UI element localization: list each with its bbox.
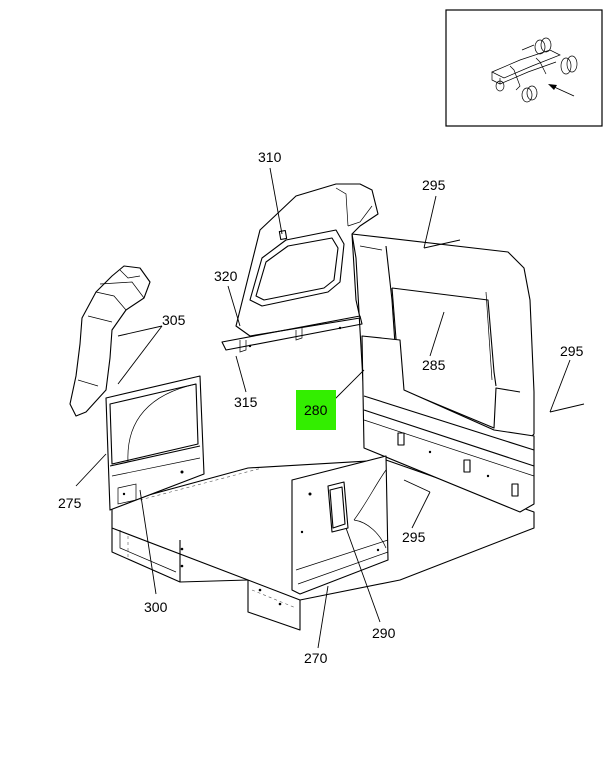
callout-285[interactable]: 285 [422, 357, 446, 373]
callout-305[interactable]: 305 [162, 312, 186, 328]
callout-315[interactable]: 315 [234, 394, 258, 410]
callout-300[interactable]: 300 [144, 599, 168, 615]
chassis-locator-icon [491, 37, 578, 103]
callout-labels: 310 295 320 305 285 295 315 280 275 295 … [58, 149, 584, 666]
upper-side-panel-drawing [221, 183, 379, 353]
highlight-box [296, 390, 336, 430]
locator-inset [445, 9, 603, 127]
callout-295-floor[interactable]: 295 [402, 529, 426, 545]
callout-290[interactable]: 290 [372, 625, 396, 641]
bulkhead-panel-drawing [105, 375, 205, 511]
callout-310[interactable]: 310 [258, 149, 282, 165]
callout-270[interactable]: 270 [304, 650, 328, 666]
callout-295-right[interactable]: 295 [560, 343, 584, 359]
callout-320[interactable]: 320 [214, 268, 238, 284]
door-panel-drawing [291, 455, 389, 595]
locator-arrow-icon [548, 84, 575, 97]
leader-lines [75, 167, 585, 649]
side-wall-panel-drawing [361, 335, 535, 513]
corner-trim-drawing [69, 265, 151, 417]
callout-275[interactable]: 275 [58, 495, 82, 511]
callout-280[interactable]: 280 [304, 402, 328, 418]
floor-panel-drawing [111, 459, 535, 631]
callout-295-top[interactable]: 295 [422, 177, 446, 193]
